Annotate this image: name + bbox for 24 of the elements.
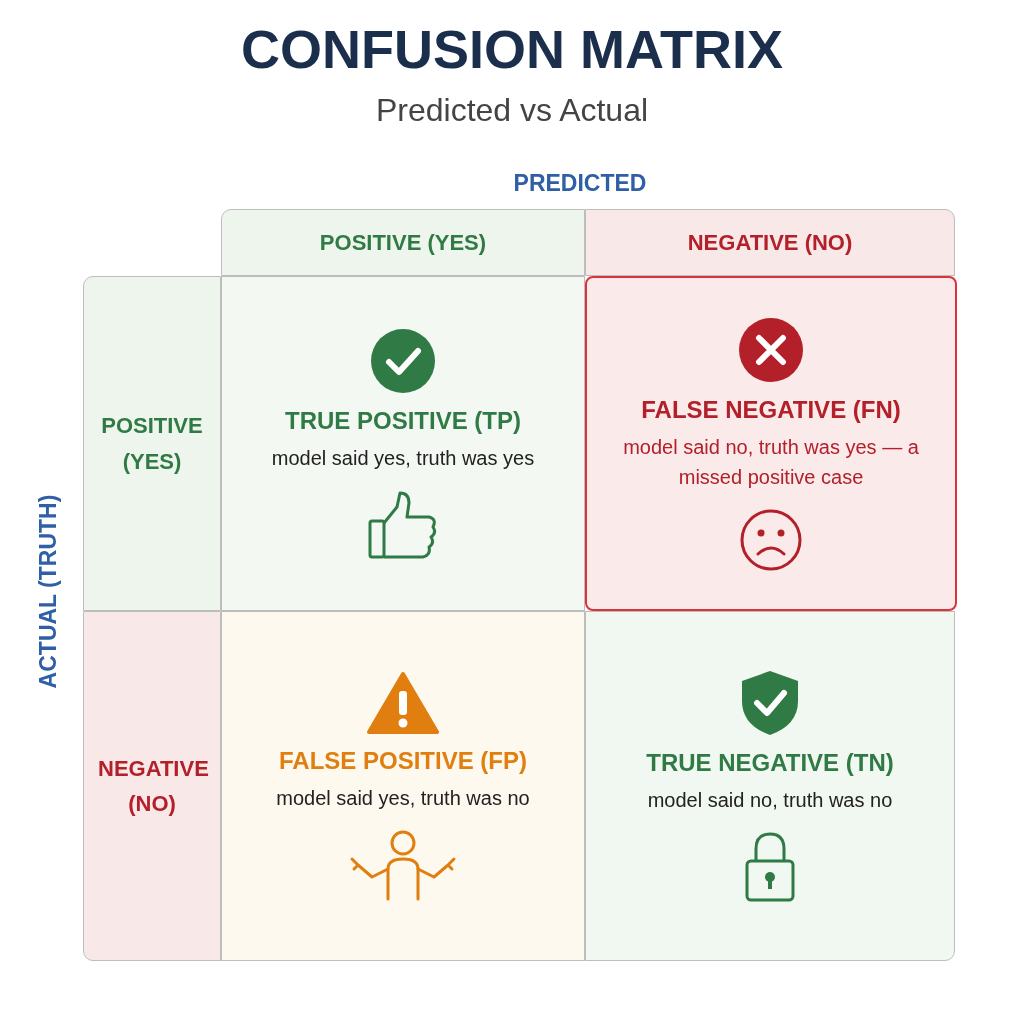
header-cell [83,611,221,961]
subtitle: Predicted vs Actual [374,92,650,129]
outcome-description: model said yes, truth was no [276,786,530,811]
header-label: POSITIVE (YES) [100,412,204,476]
outcome-description: model said yes, truth was yes [271,445,535,471]
outcome-description: model said no, truth was yes — a missed positive case [622,434,920,490]
outcome-panel [585,611,955,961]
outcome-panel [221,611,585,961]
header-label: NEGATIVE (NO) [687,228,853,257]
outcome-title: TRUE POSITIVE (TP) [285,406,521,435]
header-cell [221,209,585,276]
title: CONFUSION MATRIX [240,18,784,80]
outcome-description: model said no, truth was no [647,788,893,813]
outcome-title: FALSE POSITIVE (FP) [279,747,527,775]
header-label: POSITIVE (YES) [319,228,487,257]
header-label: NEGATIVE (NO) [98,754,206,818]
outcome-title: FALSE NEGATIVE (FN) [641,395,901,424]
outcome-panel [585,276,957,611]
header-cell [585,209,955,276]
outcome-panel [221,276,585,611]
axis-title: ACTUAL (TRUTH) [34,493,62,691]
axis-title: PREDICTED [512,170,648,197]
outcome-title: TRUE NEGATIVE (TN) [646,749,894,777]
header-cell [83,276,221,611]
